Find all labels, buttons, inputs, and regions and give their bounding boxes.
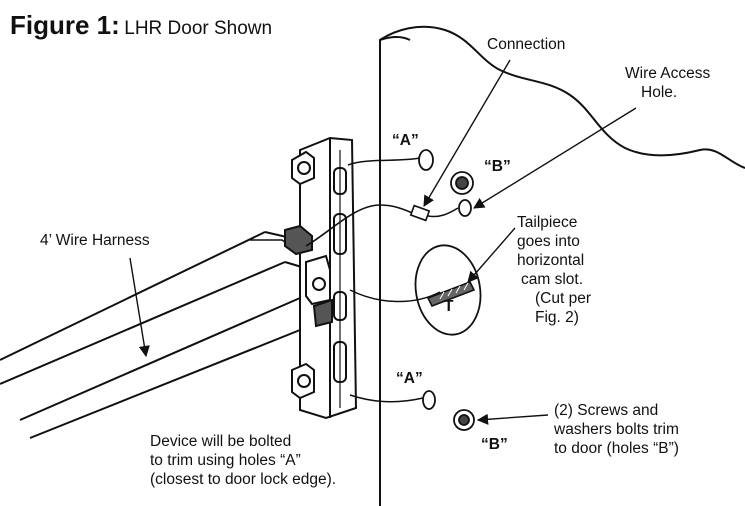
figure-number: Figure 1: xyxy=(10,10,120,40)
wire-harness-bar xyxy=(0,231,306,439)
hole-a-top-label: “A” xyxy=(392,132,419,149)
tailpiece-line: horizontal xyxy=(517,252,585,269)
tailpiece-note: Tailpiece goes into horizontal cam slot.… xyxy=(517,213,591,327)
leader-lines xyxy=(129,59,637,425)
screws-line: (2) Screws and xyxy=(554,402,659,419)
tailpiece xyxy=(426,280,476,308)
device-note: Device will be bolted to trim using hole… xyxy=(150,432,336,489)
screws-line: to door (holes “B”) xyxy=(554,440,679,457)
tailpiece-line: Tailpiece xyxy=(517,214,578,231)
device-line: (closest to door lock edge). xyxy=(150,471,337,488)
device-line: to trim using holes “A” xyxy=(150,452,301,469)
tailpiece-line: cam slot. xyxy=(521,271,584,288)
screws-line: washers bolts trim xyxy=(554,421,679,438)
wire xyxy=(305,204,459,247)
tailpiece-line: Fig. 2) xyxy=(535,309,579,326)
trim-plate xyxy=(284,136,358,420)
figure-subtitle: LHR Door Shown xyxy=(124,18,273,39)
connection-label: Connection xyxy=(487,36,566,53)
wire-access-hole-label: Wire Access Hole. xyxy=(625,64,710,102)
wire-access-line-1: Wire Access xyxy=(625,65,711,82)
wire-harness-label: 4’ Wire Harness xyxy=(40,232,150,249)
door-outline xyxy=(379,25,745,506)
device-line: Device will be bolted xyxy=(150,433,292,450)
alignment-lines xyxy=(347,157,441,403)
figure-title: Figure 1: LHR Door Shown xyxy=(10,10,272,41)
hole-b-bottom-label: “B” xyxy=(481,436,508,453)
hole-a-bottom-label: “A” xyxy=(396,370,423,387)
hole-b-top-label: “B” xyxy=(484,158,511,175)
tailpiece-letter-label: T xyxy=(444,298,454,315)
wire-access-line-2: Hole. xyxy=(641,84,678,101)
tailpiece-line: goes into xyxy=(517,233,580,250)
screws-note: (2) Screws and washers bolts trim to doo… xyxy=(554,401,679,458)
tailpiece-line: (Cut per xyxy=(535,290,591,307)
